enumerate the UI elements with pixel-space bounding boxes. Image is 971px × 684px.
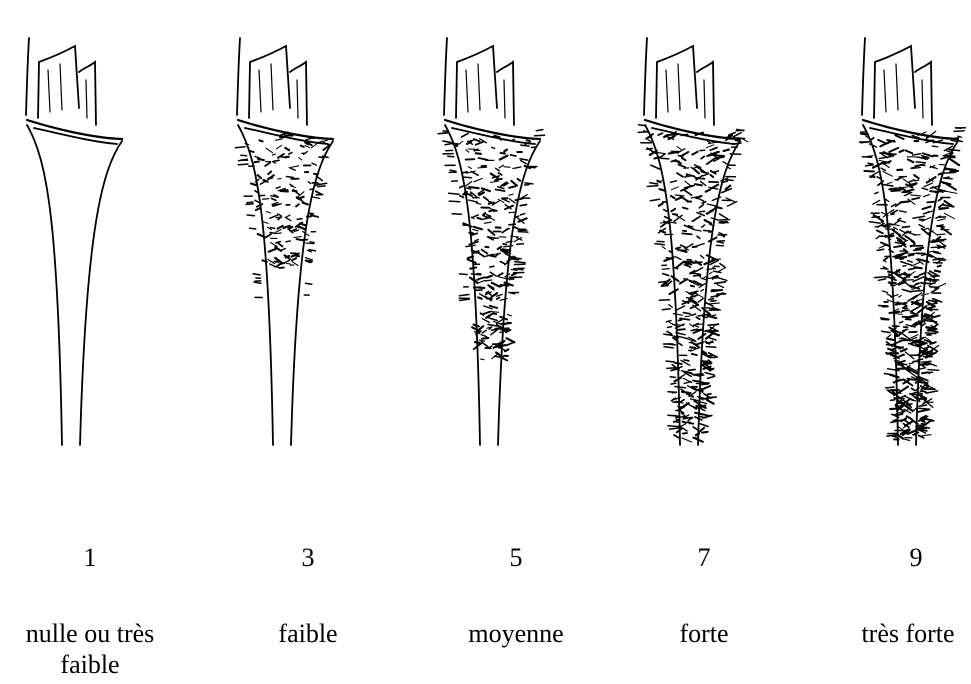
- sheath-right-edge: [80, 141, 122, 445]
- plant-sketch-7: [638, 38, 748, 445]
- plant-sketch-3: [236, 38, 334, 445]
- score-7: 7: [674, 543, 734, 573]
- label-level-5: moyenne: [421, 618, 611, 649]
- label-level-7: forte: [609, 618, 799, 649]
- sheath-right-edge: [291, 141, 333, 445]
- label-level-1: nulle ou très faible: [5, 618, 175, 680]
- sheath-left-edge: [27, 125, 62, 445]
- label-level-3: faible: [213, 618, 403, 649]
- score-5: 5: [486, 543, 546, 573]
- sheath-left-edge: [238, 125, 273, 445]
- label-level-9: très forte: [813, 618, 971, 649]
- score-1: 1: [60, 543, 120, 573]
- plant-sketch-9: [859, 38, 965, 445]
- plant-sketch-1: [26, 38, 122, 445]
- score-3: 3: [278, 543, 338, 573]
- plant-sketch-5: [438, 38, 544, 445]
- score-9: 9: [886, 543, 946, 573]
